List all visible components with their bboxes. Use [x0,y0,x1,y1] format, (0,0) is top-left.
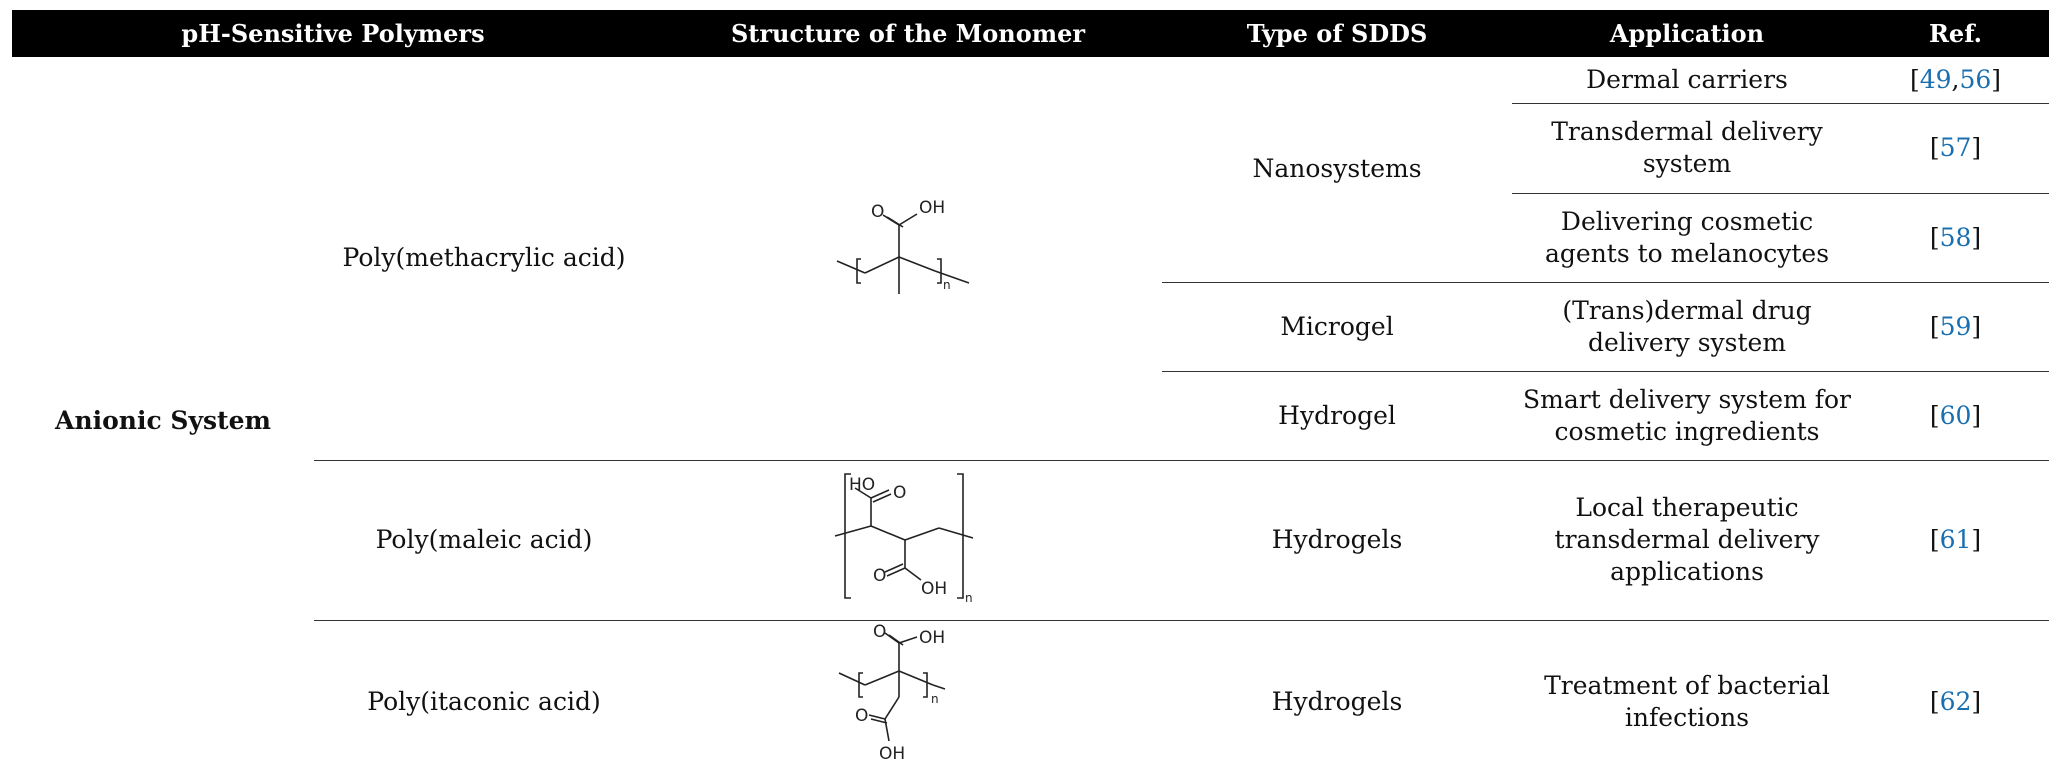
hydroxyl-label: OH [919,199,945,218]
ref-link[interactable]: 60 [1939,400,1972,430]
system-cell: Anionic System [55,405,271,435]
ref-cell: [58] [1862,192,2049,282]
hydroxyl-label: OH [879,744,905,764]
header-ref: Ref. [1862,10,2049,57]
sdds-cell: Hydrogel [1162,370,1513,460]
ref-link[interactable]: 58 [1939,222,1972,252]
table-row: Anionic System Poly(methacrylic acid) [12,57,2049,435]
oxygen-label: O [873,623,886,642]
structure-cell: O OH O OH n [654,619,1163,784]
header-polymers: pH-Sensitive Polymers [12,10,655,57]
ref-cell: [49,56] [1909,64,2002,94]
oxygen-label: O [893,483,906,503]
table-row: Hydrogel Smart delivery system for cosme… [12,370,2049,460]
polymer-cell: Poly(maleic acid) [314,459,655,620]
sdds-cell: Hydrogels [1162,459,1513,620]
structure-cell: HO O O OH n [654,459,1163,620]
oxygen-label: O [873,566,886,586]
ref-link[interactable]: 61 [1939,525,1972,554]
ref-cell: [60] [1862,370,2049,460]
hydroxyl-label: OH [919,628,945,648]
table-row: Poly(itaconic acid) [12,619,2049,784]
table-row: Microgel (Trans)dermal drug delivery sys… [12,281,2049,371]
application-cell: Dermal carriers [1586,64,1788,94]
header-row: pH-Sensitive Polymers Structure of the M… [12,10,2049,57]
ref-cell: [57] [1862,102,2049,193]
table-row: Transdermal delivery system [57] [12,102,2049,193]
sdds-cell: Hydrogels [1162,619,1513,784]
table-row: Poly(maleic acid) [12,459,2049,620]
maleic-acid-structure: HO O O OH n [834,473,974,605]
header-application: Application [1512,10,1863,57]
repeat-n-label: n [931,692,939,706]
ref-link[interactable]: 49 [1919,64,1952,94]
ref-link[interactable]: 57 [1939,133,1972,162]
header-structure: Structure of the Monomer [654,10,1163,57]
application-cell: Smart delivery system for cosmetic ingre… [1512,370,1863,460]
sdds-cell: Microgel [1162,281,1513,371]
polymer-table: pH-Sensitive Polymers Structure of the M… [12,10,2049,784]
ref-cell: [61] [1862,459,2049,620]
hydroxyl-label: OH [921,579,947,599]
sdds-cell: Nanosystems [1252,154,1422,184]
application-cell: Delivering cosmetic agents to melanocyte… [1512,192,1863,282]
repeat-n-label: n [965,591,973,605]
application-cell: Treatment of bacterial infections [1512,619,1863,784]
ref-link[interactable]: 56 [1959,64,1992,94]
ref-link[interactable]: 59 [1939,311,1972,341]
application-cell: (Trans)dermal drug delivery system [1512,281,1863,371]
table-row: Delivering cosmetic agents to melanocyte… [12,192,2049,282]
ref-cell: [59] [1862,281,2049,371]
application-cell: Local therapeutic transdermal delivery a… [1512,459,1863,620]
polymer-cell: Poly(methacrylic acid) [342,243,626,273]
application-cell: Transdermal delivery system [1512,102,1863,193]
oxygen-label: O [871,202,884,222]
repeat-n-label: n [943,278,951,292]
structure-cell: O OH n [654,57,1162,460]
polymer-cell: Poly(itaconic acid) [314,619,655,784]
header-sdds: Type of SDDS [1162,10,1513,57]
hydroxyl-label: HO [849,475,875,495]
itaconic-acid-structure: O OH O OH n [838,622,946,764]
methacrylic-acid-structure: O OH n [836,198,970,295]
table-container: pH-Sensitive Polymers Structure of the M… [12,10,2049,784]
oxygen-label: O [855,706,868,726]
ref-cell: [62] [1862,619,2049,784]
ref-link[interactable]: 62 [1939,687,1972,717]
